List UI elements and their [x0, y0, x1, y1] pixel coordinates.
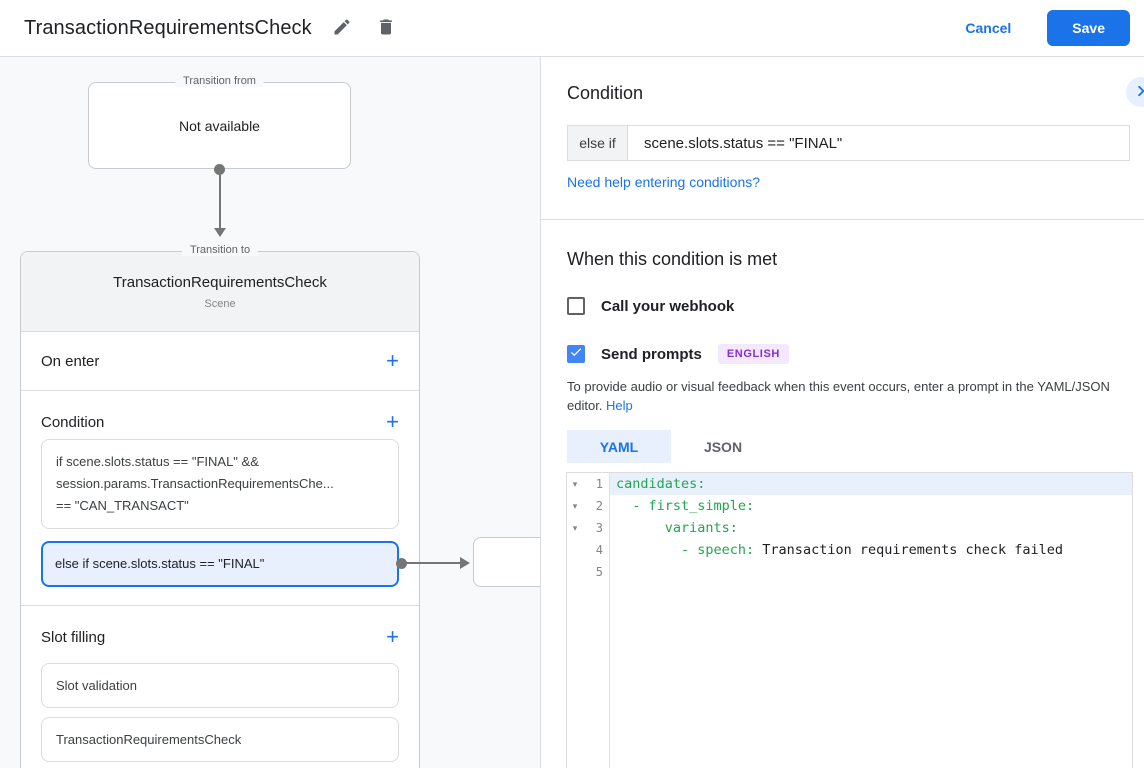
- condition-editor-panel: Condition else if Need help entering con…: [540, 57, 1144, 768]
- on-enter-label: On enter: [41, 352, 100, 370]
- transition-from-box: Transition from Not available: [88, 75, 351, 169]
- condition-help-link[interactable]: Need help entering conditions?: [567, 174, 761, 190]
- trash-icon: [376, 17, 396, 40]
- condition-1-line: session.params.TransactionRequirementsCh…: [56, 476, 334, 491]
- scene-card: Transition to TransactionRequirementsChe…: [20, 244, 420, 768]
- language-badge: ENGLISH: [717, 344, 789, 364]
- webhook-checkbox[interactable]: [567, 297, 585, 315]
- when-met-title: When this condition is met: [567, 249, 778, 269]
- scene-card-header[interactable]: TransactionRequirementsCheck Scene: [21, 252, 419, 332]
- connector-line: [405, 562, 461, 564]
- edit-button[interactable]: [326, 12, 358, 44]
- code-line[interactable]: 5: [567, 561, 1132, 583]
- condition-1-line: == "CAN_TRANSACT": [56, 498, 189, 513]
- scene-flow-canvas: Transition from Not available Transition…: [0, 57, 540, 768]
- send-prompts-checkbox[interactable]: [567, 345, 585, 363]
- save-button[interactable]: Save: [1047, 10, 1130, 46]
- chevron-right-icon: [1130, 80, 1144, 105]
- code-line[interactable]: ▾2 - first_simple:: [567, 495, 1132, 517]
- fold-icon[interactable]: ▾: [572, 522, 578, 533]
- slot-filling-label: Slot filling: [41, 628, 106, 646]
- topbar-actions: Cancel Save: [965, 10, 1130, 46]
- connector-dot: [396, 558, 407, 569]
- yaml-code-editor[interactable]: ▾1 candidates: ▾2 - first_simple: ▾3 var…: [566, 472, 1133, 768]
- condition-item-1[interactable]: if scene.slots.status == "FINAL" && sess…: [41, 439, 399, 529]
- prompts-helper-text: To provide audio or visual feedback when…: [567, 379, 1110, 413]
- transition-target-box[interactable]: [473, 537, 540, 587]
- page-title: TransactionRequirementsCheck: [24, 16, 312, 39]
- slot-item[interactable]: TransactionRequirementsCheck: [41, 717, 399, 762]
- add-slot-button[interactable]: +: [386, 624, 399, 649]
- code-line[interactable]: ▾3 variants:: [567, 517, 1132, 539]
- condition-section-label: Condition: [41, 413, 105, 431]
- prompts-help-link[interactable]: Help: [606, 398, 633, 413]
- add-on-enter-button[interactable]: +: [386, 348, 399, 373]
- on-enter-row[interactable]: On enter +: [21, 332, 419, 390]
- fold-icon[interactable]: ▾: [572, 500, 578, 511]
- delete-button[interactable]: [370, 12, 402, 44]
- code-line[interactable]: ▾1 candidates:: [567, 473, 1132, 495]
- pencil-icon: [332, 17, 352, 40]
- panel-title: Condition: [567, 83, 644, 103]
- transition-from-legend: Transition from: [175, 75, 264, 87]
- panel-divider: [541, 219, 1144, 220]
- flow-arrow-down: [213, 164, 226, 237]
- tab-json[interactable]: JSON: [671, 430, 775, 463]
- connector-arrowhead: [460, 557, 470, 569]
- code-line[interactable]: 4 - speech: Transaction requirements che…: [567, 539, 1132, 561]
- add-condition-button[interactable]: +: [386, 409, 399, 434]
- transition-to-legend: Transition to: [181, 244, 259, 256]
- condition-prefix: else if: [568, 126, 628, 160]
- condition-input-row: else if: [567, 125, 1130, 161]
- condition-expression-input[interactable]: [628, 126, 1129, 160]
- webhook-label: Call your webhook: [601, 297, 735, 315]
- check-icon: [569, 345, 583, 364]
- condition-item-2-selected[interactable]: else if scene.slots.status == "FINAL": [41, 541, 399, 587]
- scene-type-label: Scene: [204, 297, 236, 310]
- code-editor-empty-area[interactable]: [567, 583, 1132, 768]
- condition-1-line: if scene.slots.status == "FINAL" &&: [56, 454, 259, 469]
- slot-filling-section: Slot filling + Slot validation Transacti…: [21, 605, 419, 768]
- scene-name: TransactionRequirementsCheck: [113, 273, 327, 291]
- cancel-button[interactable]: Cancel: [965, 20, 1012, 36]
- condition-2-text: else if scene.slots.status == "FINAL": [55, 556, 265, 571]
- send-prompts-label: Send prompts: [601, 345, 702, 363]
- top-bar: TransactionRequirementsCheck Cancel Save: [0, 0, 1144, 57]
- collapse-panel-button[interactable]: [1126, 77, 1144, 107]
- editor-format-tabs: YAML JSON: [567, 430, 1130, 463]
- transition-from-value: Not available: [179, 117, 260, 134]
- tab-yaml[interactable]: YAML: [567, 430, 671, 463]
- slot-item[interactable]: Slot validation: [41, 663, 399, 708]
- condition-section: Condition + if scene.slots.status == "FI…: [21, 390, 419, 605]
- fold-icon[interactable]: ▾: [572, 478, 578, 489]
